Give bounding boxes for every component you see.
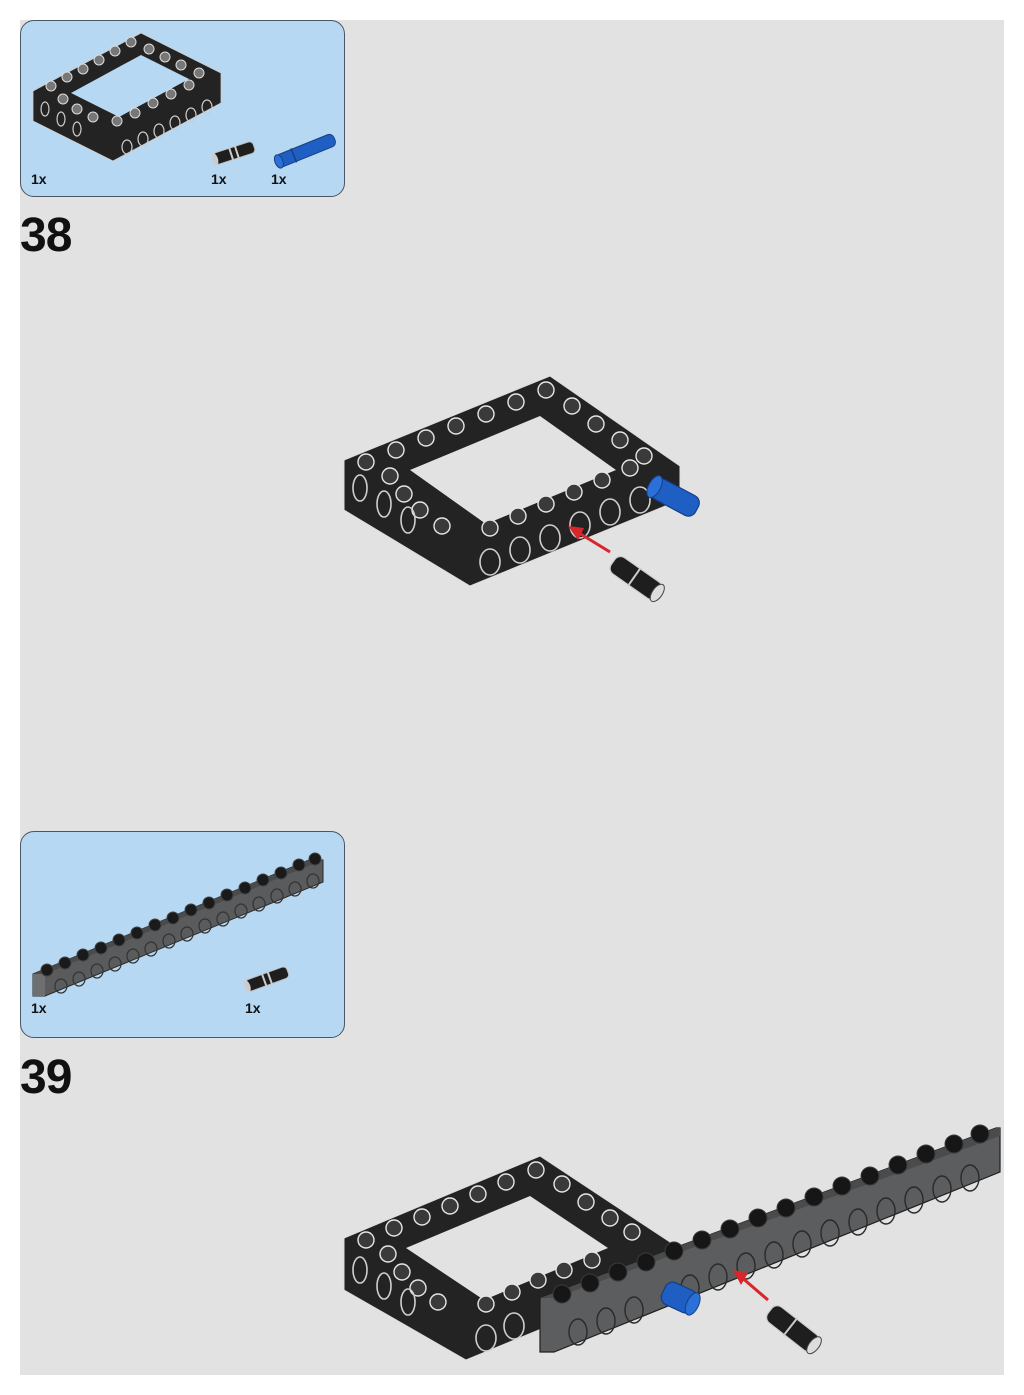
blue-pin-part-icon	[273, 133, 336, 169]
blue-pin-installed	[660, 1281, 701, 1316]
step-39-assembly-illustration	[343, 1124, 1001, 1361]
instruction-page	[20, 20, 1004, 1375]
step-number-38: 38	[20, 209, 72, 262]
frame-part-icon	[32, 32, 222, 162]
part-qty-blue-pin: 1x	[271, 171, 287, 187]
black-pin-part-icon	[243, 966, 290, 992]
blue-pin-installed	[646, 475, 700, 517]
parts-callout-step-39: 1x 1x	[20, 831, 345, 1038]
step-number-39: 39	[20, 1051, 72, 1104]
step-38-assembly-illustration	[343, 375, 700, 603]
part-qty-frame: 1x	[31, 171, 47, 187]
black-pin-part-icon	[211, 141, 256, 165]
part-qty-black-pin: 1x	[211, 171, 227, 187]
part-qty-technic-brick: 1x	[31, 1000, 47, 1016]
parts-callout-step-38: 1x 1x 1x	[20, 20, 345, 197]
technic-brick-1x16-part-icon	[32, 852, 324, 997]
part-qty-black-pin: 1x	[245, 1000, 261, 1016]
